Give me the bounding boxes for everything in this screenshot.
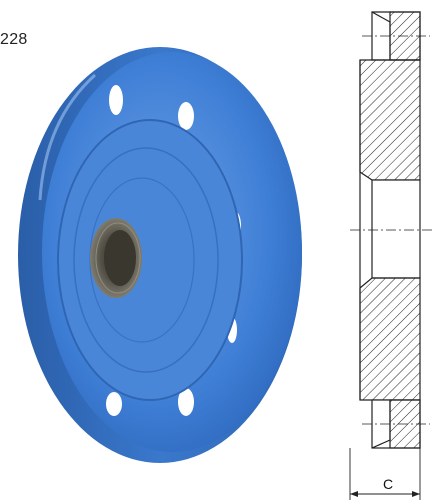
bolt-hole — [109, 85, 123, 115]
section-upper-body — [359, 59, 421, 181]
raised-face — [57, 119, 243, 401]
product-code: 228 — [0, 31, 28, 48]
dimension-label: C — [383, 476, 394, 492]
bolt-hole — [178, 102, 194, 130]
bolt-hole — [106, 392, 122, 416]
bolt-hole — [178, 388, 194, 416]
section-lower-body — [359, 277, 421, 401]
section-bore — [371, 179, 421, 279]
